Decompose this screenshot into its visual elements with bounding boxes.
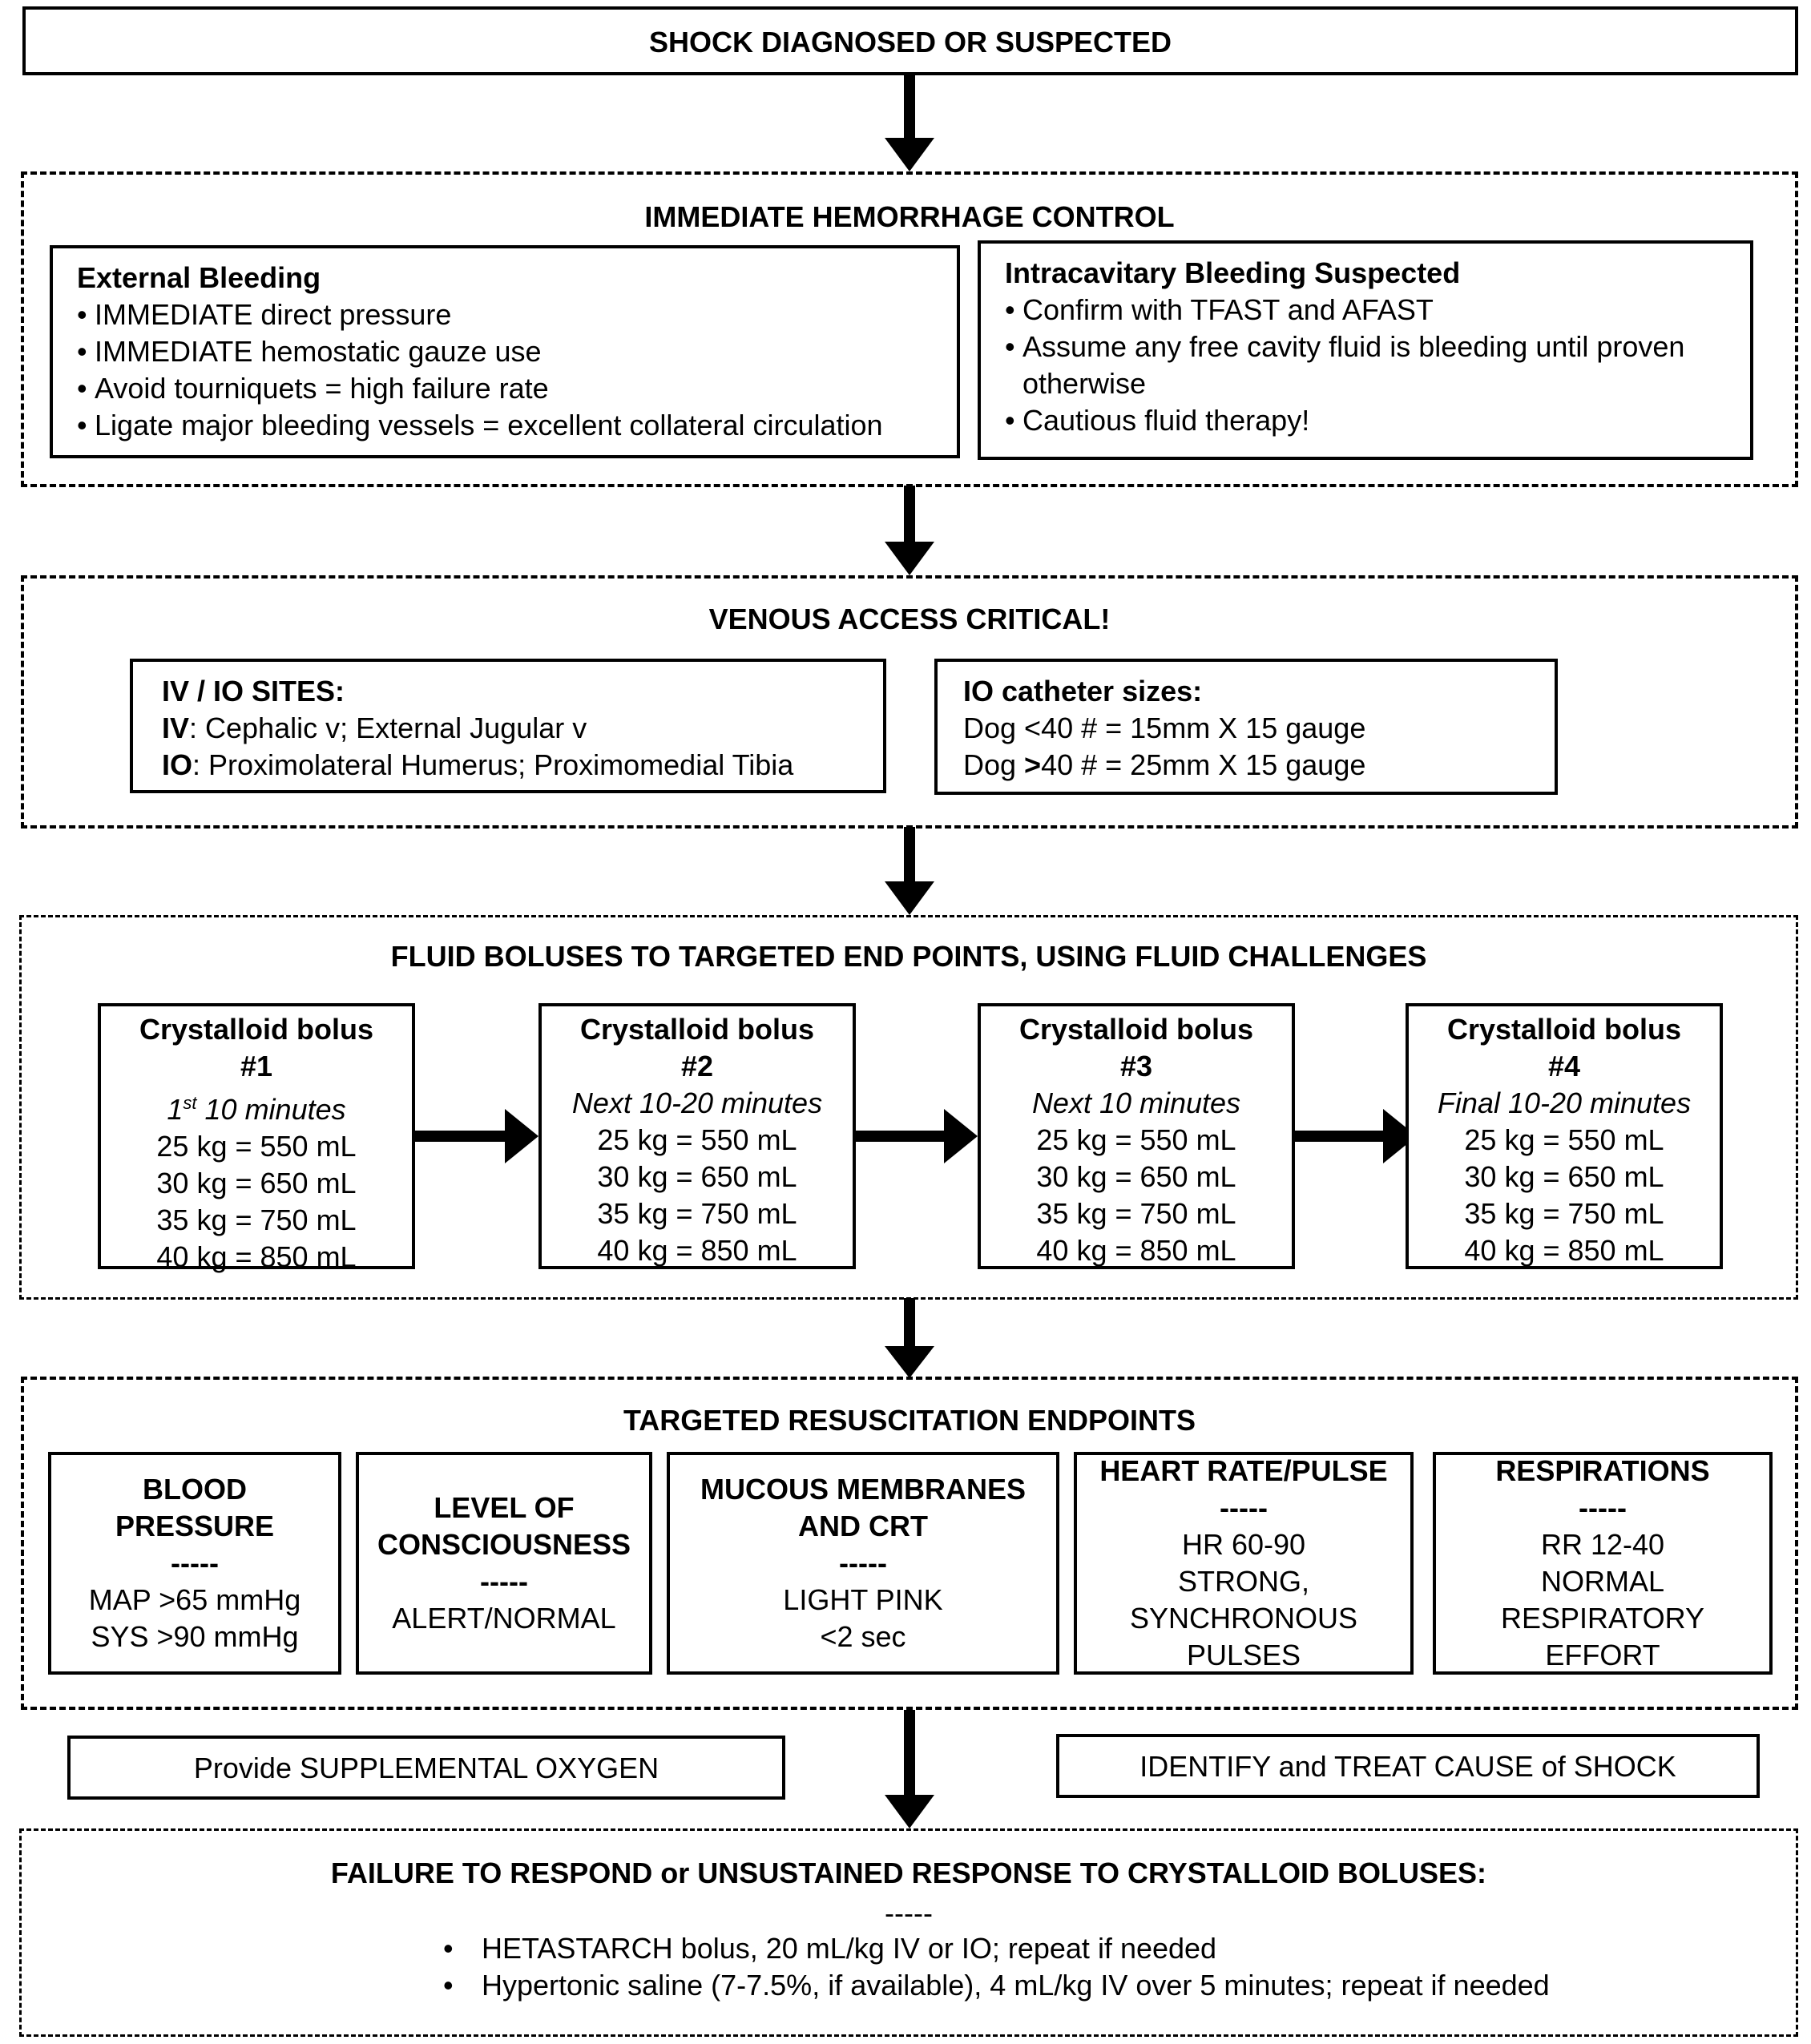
endpoint-consciousness: LEVEL OF CONSCIOUSNESS ----- ALERT/NORMA… [356, 1452, 652, 1675]
failure-section: FAILURE TO RESPOND or UNSUSTAINED RESPON… [19, 1828, 1798, 2037]
bolus-name: Crystalloid bolus [579, 1013, 815, 1046]
external-bleeding-heading: External Bleeding [77, 261, 321, 294]
bolus-timing: Next 10 minutes [1031, 1087, 1241, 1119]
intracavitary-bleeding-box: Intracavitary Bleeding Suspected Confirm… [978, 240, 1753, 460]
list-item: HETASTARCH bolus, 20 mL/kg IV or IO; rep… [443, 1930, 1550, 1967]
shock-title: SHOCK DIAGNOSED OR SUSPECTED [648, 26, 1172, 58]
arrow-hemorrhage-to-venous [885, 486, 934, 575]
bolus-dose: 40 kg = 850 mL [1464, 1234, 1664, 1267]
list-item: Confirm with TFAST and AFAST [1005, 292, 1726, 329]
endpoints-title: TARGETED RESUSCITATION ENDPOINTS [623, 1404, 1196, 1437]
catheter-heading: IO catheter sizes: [963, 675, 1203, 708]
list-item: Cautious fluid therapy! [1005, 402, 1726, 439]
bolus-dose: 40 kg = 850 mL [1036, 1234, 1236, 1267]
bolus-name: Crystalloid bolus [139, 1013, 374, 1046]
arrow-endpoints-to-failure [885, 1710, 934, 1828]
bolus-dose: 30 kg = 650 mL [597, 1160, 797, 1193]
hemorrhage-title: IMMEDIATE HEMORRHAGE CONTROL [644, 200, 1175, 233]
list-item: IMMEDIATE direct pressure [77, 296, 933, 333]
bolus-box-4: Crystalloid bolus #4 Final 10-20 minutes… [1406, 1003, 1723, 1269]
bolus-box-3: Crystalloid bolus #3 Next 10 minutes 25 … [978, 1003, 1295, 1269]
catheter-line-2: Dog >40 # = 25mm X 15 gauge [963, 748, 1366, 781]
failure-list: HETASTARCH bolus, 20 mL/kg IV or IO; rep… [443, 1930, 1550, 2004]
fluid-section: FLUID BOLUSES TO TARGETED END POINTS, US… [19, 915, 1798, 1300]
bolus-timing: Final 10-20 minutes [1437, 1087, 1692, 1119]
treat-cause-label: IDENTIFY and TREAT CAUSE of SHOCK [1139, 1750, 1676, 1783]
failure-title: FAILURE TO RESPOND or UNSUSTAINED RESPON… [330, 1857, 1487, 1889]
bolus-dose: 40 kg = 850 mL [156, 1240, 357, 1273]
bolus-number: #2 [680, 1050, 714, 1082]
intracavitary-list: Confirm with TFAST and AFAST Assume any … [1005, 292, 1726, 439]
bolus-dose: 30 kg = 650 mL [1036, 1160, 1236, 1193]
arrow-bolus1-to-bolus2 [415, 1109, 538, 1163]
io-line: IO: Proximolateral Humerus; Proximomedia… [162, 748, 794, 781]
intracavitary-heading: Intracavitary Bleeding Suspected [1005, 256, 1461, 289]
treat-cause-box: IDENTIFY and TREAT CAUSE of SHOCK [1056, 1734, 1760, 1798]
bolus-dose: 35 kg = 750 mL [1464, 1197, 1664, 1230]
io-catheter-box: IO catheter sizes: Dog <40 # = 15mm X 15… [934, 659, 1558, 795]
bolus-timing: Next 10-20 minutes [571, 1087, 823, 1119]
bolus-dose: 35 kg = 750 mL [156, 1203, 357, 1236]
arrow-shock-to-hemorrhage [885, 74, 934, 171]
bolus-number: #3 [1119, 1050, 1153, 1082]
endpoints-section: TARGETED RESUSCITATION ENDPOINTS [21, 1377, 1798, 1710]
list-item: Hypertonic saline (7-7.5%, if available)… [443, 1967, 1550, 2004]
fluid-title: FLUID BOLUSES TO TARGETED END POINTS, US… [390, 940, 1427, 973]
venous-section: VENOUS ACCESS CRITICAL! [21, 575, 1798, 828]
shock-box: SHOCK DIAGNOSED OR SUSPECTED [22, 6, 1798, 75]
external-bleeding-box: External Bleeding IMMEDIATE direct press… [50, 245, 960, 458]
supplemental-oxygen-box: Provide SUPPLEMENTAL OXYGEN [67, 1736, 785, 1800]
iv-io-sites-box: IV / IO SITES: IV: Cephalic v; External … [130, 659, 886, 793]
endpoint-mucous-membranes: MUCOUS MEMBRANES AND CRT ----- LIGHT PIN… [667, 1452, 1059, 1675]
bolus-box-2: Crystalloid bolus #2 Next 10-20 minutes … [538, 1003, 856, 1269]
bolus-dose: 30 kg = 650 mL [1464, 1160, 1664, 1193]
arrow-bolus3-to-bolus4 [1293, 1109, 1417, 1163]
arrow-bolus2-to-bolus3 [854, 1109, 978, 1163]
hemorrhage-section: IMMEDIATE HEMORRHAGE CONTROL [21, 171, 1798, 487]
bolus-dose: 25 kg = 550 mL [156, 1130, 357, 1163]
bolus-name: Crystalloid bolus [1018, 1013, 1254, 1046]
bolus-name: Crystalloid bolus [1446, 1013, 1682, 1046]
venous-title: VENOUS ACCESS CRITICAL! [708, 603, 1111, 635]
bolus-dose: 35 kg = 750 mL [1036, 1197, 1236, 1230]
external-bleeding-list: IMMEDIATE direct pressure IMMEDIATE hemo… [77, 296, 933, 444]
bolus-dose: 40 kg = 850 mL [597, 1234, 797, 1267]
bolus-dose: 25 kg = 550 mL [597, 1123, 797, 1156]
list-item: Ligate major bleeding vessels = excellen… [77, 407, 933, 444]
bolus-number: #1 [240, 1050, 273, 1082]
iv-line: IV: Cephalic v; External Jugular v [162, 712, 587, 744]
bolus-timing: 1st 10 minutes [167, 1093, 346, 1126]
bolus-dose: 35 kg = 750 mL [597, 1197, 797, 1230]
bolus-box-1: Crystalloid bolus #1 1st 10 minutes 25 k… [98, 1003, 415, 1273]
list-item: Avoid tourniquets = high failure rate [77, 370, 933, 407]
arrow-fluid-to-endpoints [885, 1298, 934, 1378]
endpoint-heart-rate: HEART RATE/PULSE ----- HR 60-90 STRONG, … [1074, 1452, 1414, 1675]
bolus-dose: 25 kg = 550 mL [1036, 1123, 1236, 1156]
list-item: Assume any free cavity fluid is bleeding… [1005, 329, 1726, 402]
sites-heading: IV / IO SITES: [162, 675, 345, 708]
endpoint-respirations: RESPIRATIONS ----- RR 12-40 NORMAL RESPI… [1433, 1452, 1773, 1675]
supplemental-oxygen-label: Provide SUPPLEMENTAL OXYGEN [193, 1752, 659, 1784]
failure-separator: ----- [885, 1897, 933, 1929]
catheter-line-1: Dog <40 # = 15mm X 15 gauge [963, 712, 1366, 744]
bolus-dose: 25 kg = 550 mL [1464, 1123, 1664, 1156]
bolus-number: #4 [1547, 1050, 1581, 1082]
list-item: IMMEDIATE hemostatic gauze use [77, 333, 933, 370]
arrow-venous-to-fluid [885, 827, 934, 915]
endpoint-blood-pressure: BLOOD PRESSURE ----- MAP >65 mmHg SYS >9… [48, 1452, 341, 1675]
bolus-dose: 30 kg = 650 mL [156, 1167, 357, 1199]
